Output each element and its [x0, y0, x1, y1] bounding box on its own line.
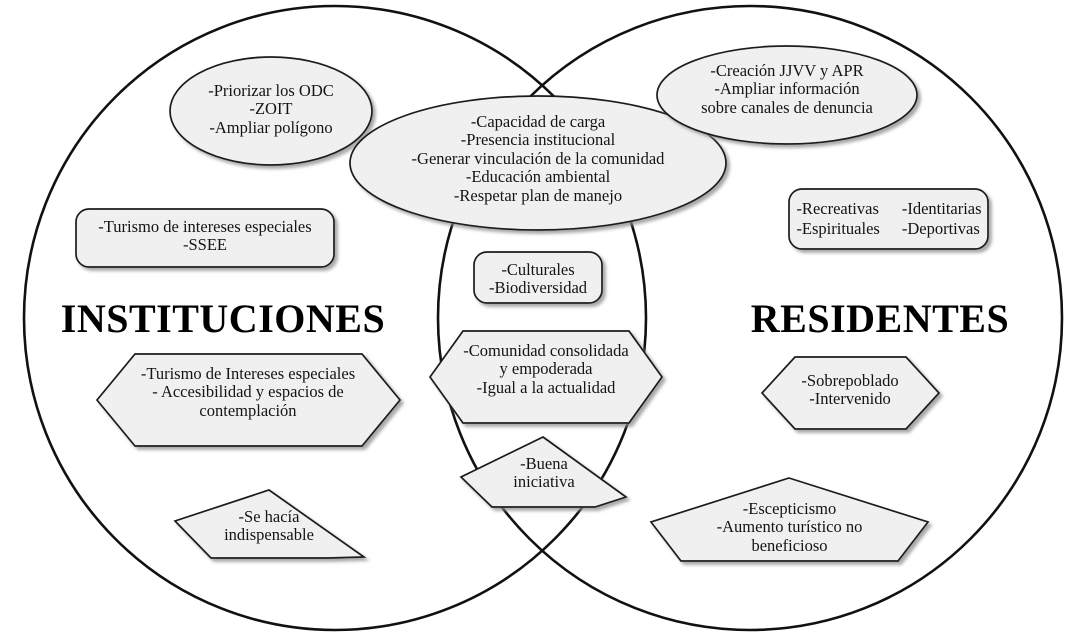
right-pentagon-escepticismo-shape [649, 477, 930, 562]
right-ellipse-creacion-shape [656, 45, 918, 145]
left-ellipse-odc-shape [169, 56, 373, 166]
center-rect-culturales-shape [473, 251, 603, 304]
group-title-instituciones: INSTITUCIONES [60, 296, 386, 341]
center-ellipse-capacidad-shape [349, 95, 727, 231]
right-hexagon-sobrepoblado-shape [760, 356, 941, 430]
center-hexagon-comunidad-shape [428, 330, 664, 424]
left-hexagon-accesibilidad-shape [95, 353, 402, 447]
right-rect-recreativas-shape [788, 188, 989, 250]
center-pentagon-iniciativa-shape [459, 436, 628, 508]
left-pentagon-indispensable-shape [173, 489, 367, 559]
venn-circle-residentes [436, 4, 1064, 632]
left-rect-turismo-shape [75, 208, 335, 268]
group-title-residentes: RESIDENTES [750, 296, 1010, 341]
